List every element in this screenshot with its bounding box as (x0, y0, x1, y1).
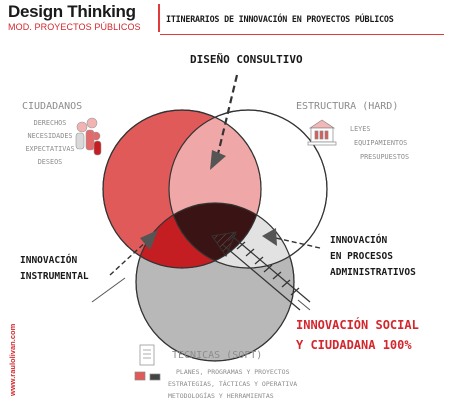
label-line: INSTRUMENTAL (20, 271, 89, 282)
ciudadanos-list: DERECHOS NECESIDADES EXPECTATIVAS DESEOS (10, 117, 90, 169)
list-item: PRESUPUESTOS (360, 153, 410, 161)
itinerary-heading: ITINERARIOS DE INNOVACIÓN EN PROYECTOS P… (166, 14, 394, 24)
list-item: PLANES, PROGRAMAS Y PROYECTOS (176, 368, 290, 376)
header-rule (160, 34, 444, 35)
arrow-head (211, 231, 237, 258)
tecnicas-list: PLANES, PROGRAMAS Y PROYECTOS ESTRATEGIA… (168, 366, 297, 402)
estructura-title: ESTRUCTURA (HARD) (296, 101, 399, 112)
label-diseno-consultivo: DISEÑO CONSULTIVO (190, 53, 303, 66)
label-line: INNOVACIÓN (330, 235, 388, 246)
arrow-head (140, 230, 158, 250)
page-title: Design Thinking (8, 2, 136, 21)
label-innovacion-social: INNOVACIÓN SOCIAL Y CIUDADANA 100% (296, 315, 419, 355)
list-item: NECESIDADES (27, 132, 73, 140)
arrow-diseno-consultivo (215, 74, 239, 159)
label-innovacion-instrumental: INNOVACIÓN INSTRUMENTAL (20, 253, 89, 285)
credit-link[interactable]: www.raulolivan.com (5, 300, 19, 400)
pointer-line (91, 277, 126, 303)
list-item: METODOLOGÍAS Y HERRAMIENTAS (168, 392, 274, 400)
people-icon (75, 117, 102, 156)
list-item: EXPECTATIVAS (25, 145, 75, 153)
ciudadanos-title: CIUDADANOS (22, 101, 83, 112)
list-item: DESEOS (37, 158, 63, 166)
list-item: ESTRATEGIAS, TÁCTICAS Y OPERATIVA (168, 380, 298, 388)
label-innovacion-procesos: INNOVACIÓN EN PROCESOS ADMINISTRATIVOS (330, 233, 416, 281)
arrow-instrumental (109, 239, 149, 276)
tools-icon (134, 344, 161, 381)
building-icon (307, 119, 337, 146)
label-line: INNOVACIÓN SOCIAL (296, 318, 419, 332)
label-line: Y CIUDADANA 100% (296, 338, 412, 352)
list-item: EQUIPAMIENTOS (354, 139, 408, 147)
estructura-list: LEYES EQUIPAMIENTOS PRESUPUESTOS (350, 122, 409, 164)
arrow-head (262, 228, 277, 246)
header-divider (158, 4, 160, 32)
page-subtitle: MOD. PROYECTOS PÚBLICOS (8, 22, 141, 32)
list-item: DERECHOS (33, 119, 67, 127)
arrow-head (210, 150, 226, 170)
label-line: EN PROCESOS (330, 251, 393, 262)
pointer-line (297, 299, 311, 311)
list-item: LEYES (350, 125, 371, 133)
label-line: ADMINISTRATIVOS (330, 267, 416, 278)
label-line: INNOVACIÓN (20, 255, 78, 266)
tecnicas-title: TECNICAS (SOFT) (172, 350, 263, 361)
credit-text: www.raulolivan.com (8, 323, 17, 397)
ladder (221, 233, 311, 311)
